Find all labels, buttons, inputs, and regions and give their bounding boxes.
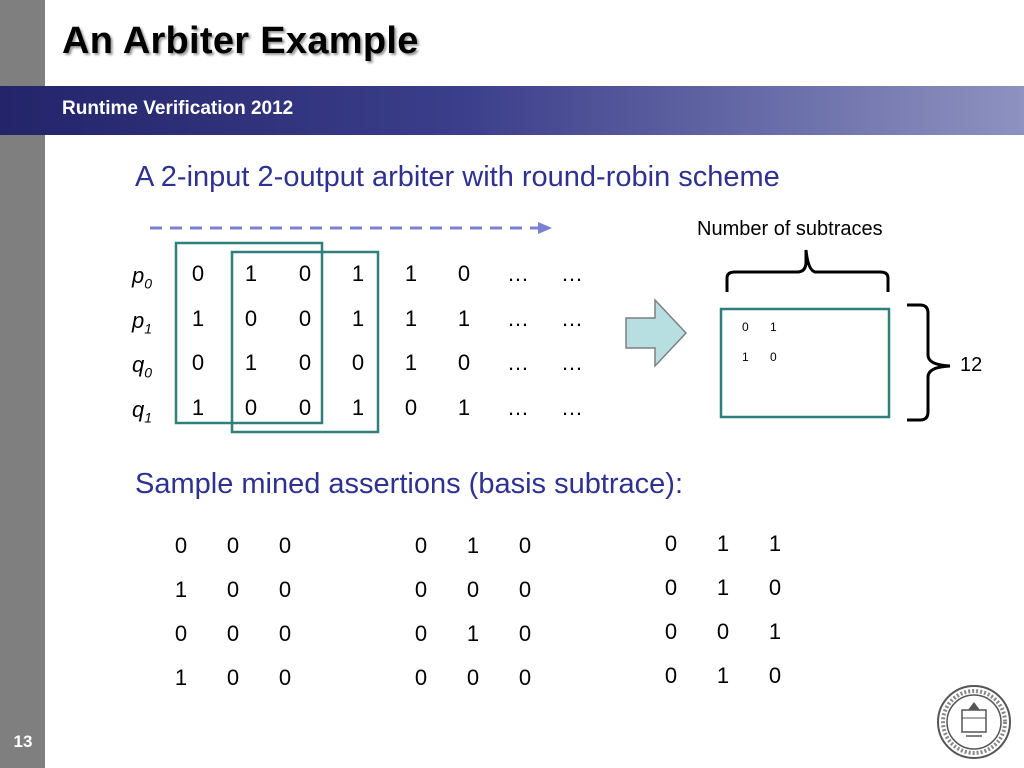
trace-cell: 1: [404, 306, 418, 331]
assertion-cell: 1: [716, 663, 730, 688]
assertion-cell: 0: [174, 533, 188, 558]
subtitle: A 2-input 2-output arbiter with round-ro…: [135, 161, 780, 193]
trace-cell: 0: [404, 395, 418, 420]
assertion-cell: 0: [226, 621, 240, 646]
window-box-1: [174, 241, 324, 425]
assertion-cell: 0: [518, 533, 532, 558]
assertion-cell: 0: [466, 665, 480, 690]
row-label-q0: q0: [132, 352, 153, 381]
subtrace-box: [719, 307, 891, 419]
assertion-cell: 0: [278, 533, 292, 558]
assertion-cell: 0: [768, 663, 782, 688]
count-label: 12: [960, 354, 983, 376]
assertion-cell: 1: [174, 577, 188, 602]
row-label-p1: p1: [132, 308, 153, 337]
row-label-p0: p0: [132, 263, 153, 292]
assertion-cell: 0: [278, 665, 292, 690]
page-number: 13: [13, 732, 33, 751]
trace-cell: …: [507, 306, 529, 331]
right-brace: [907, 303, 951, 422]
trace-cell: 1: [457, 306, 471, 331]
assertion-cell: 0: [226, 533, 240, 558]
assertion-cell: 1: [768, 619, 782, 644]
banner: [0, 86, 1024, 135]
assertion-cell: 1: [466, 533, 480, 558]
trace-cell: 1: [404, 261, 418, 286]
trace-cell: 0: [351, 350, 365, 375]
trace-cell: …: [561, 350, 583, 375]
assertion-cell: 1: [716, 531, 730, 556]
subtrace-cell: 0: [770, 350, 777, 364]
assertion-cell: 0: [664, 663, 678, 688]
trace-cell: 0: [298, 350, 312, 375]
assertion-cell: 0: [664, 619, 678, 644]
trace-cell: 1: [457, 395, 471, 420]
assertion-cell: 0: [664, 531, 678, 556]
assertion-cell: 0: [518, 577, 532, 602]
trace-cell: …: [561, 395, 583, 420]
assertion-cell: 0: [414, 577, 428, 602]
trace-cell: 0: [298, 261, 312, 286]
trace-cell: 0: [191, 350, 205, 375]
trace-cell: 0: [457, 261, 471, 286]
trace-cell: 1: [191, 395, 205, 420]
assertion-cell: 0: [768, 575, 782, 600]
assertion-cell: 0: [174, 621, 188, 646]
assertion-cell: 1: [768, 531, 782, 556]
trace-cell: 0: [191, 261, 205, 286]
top-brace: [725, 249, 890, 292]
assertion-cell: 0: [414, 665, 428, 690]
assertion-cell: 1: [466, 621, 480, 646]
assertion-cell: 0: [278, 577, 292, 602]
assertion-cell: 0: [226, 577, 240, 602]
trace-cell: 1: [244, 350, 258, 375]
assertion-cell: 0: [518, 621, 532, 646]
subtrace-cell: 1: [742, 350, 749, 364]
trace-cell: 0: [298, 395, 312, 420]
assertion-cell: 0: [414, 621, 428, 646]
slide-title: An Arbiter Example: [62, 20, 419, 62]
trace-cell: 1: [404, 350, 418, 375]
trace-cell: …: [507, 395, 529, 420]
subtrace-cell: 1: [770, 320, 777, 334]
trace-cell: 0: [244, 395, 258, 420]
subtraces-label: Number of subtraces: [697, 218, 883, 240]
trace-cell: 1: [351, 395, 365, 420]
assertion-cell: 0: [466, 577, 480, 602]
assertion-cell: 0: [414, 533, 428, 558]
subtrace-cell: 0: [742, 320, 749, 334]
block-arrow: [625, 298, 688, 368]
trace-cell: 0: [244, 306, 258, 331]
trace-cell: 1: [351, 306, 365, 331]
assertion-cell: 0: [716, 619, 730, 644]
window-box-2: [230, 250, 380, 434]
trace-cell: 1: [351, 261, 365, 286]
assertion-cell: 0: [278, 621, 292, 646]
assertion-cell: 0: [664, 575, 678, 600]
dashed-arrow-head: [538, 222, 552, 234]
trace-cell: 1: [191, 306, 205, 331]
assertion-cell: 0: [226, 665, 240, 690]
assertions-heading: Sample mined assertions (basis subtrace)…: [135, 468, 684, 500]
university-seal-icon: [937, 685, 1011, 759]
trace-cell: 0: [457, 350, 471, 375]
trace-cell: …: [507, 261, 529, 286]
trace-cell: …: [507, 350, 529, 375]
row-label-q1: q1: [132, 397, 153, 426]
trace-cell: 0: [298, 306, 312, 331]
trace-cell: 1: [244, 261, 258, 286]
assertion-cell: 1: [716, 575, 730, 600]
trace-cell: …: [561, 306, 583, 331]
trace-cell: …: [561, 261, 583, 286]
assertion-cell: 0: [518, 665, 532, 690]
assertion-cell: 1: [174, 665, 188, 690]
banner-text: Runtime Verification 2012: [62, 98, 294, 119]
